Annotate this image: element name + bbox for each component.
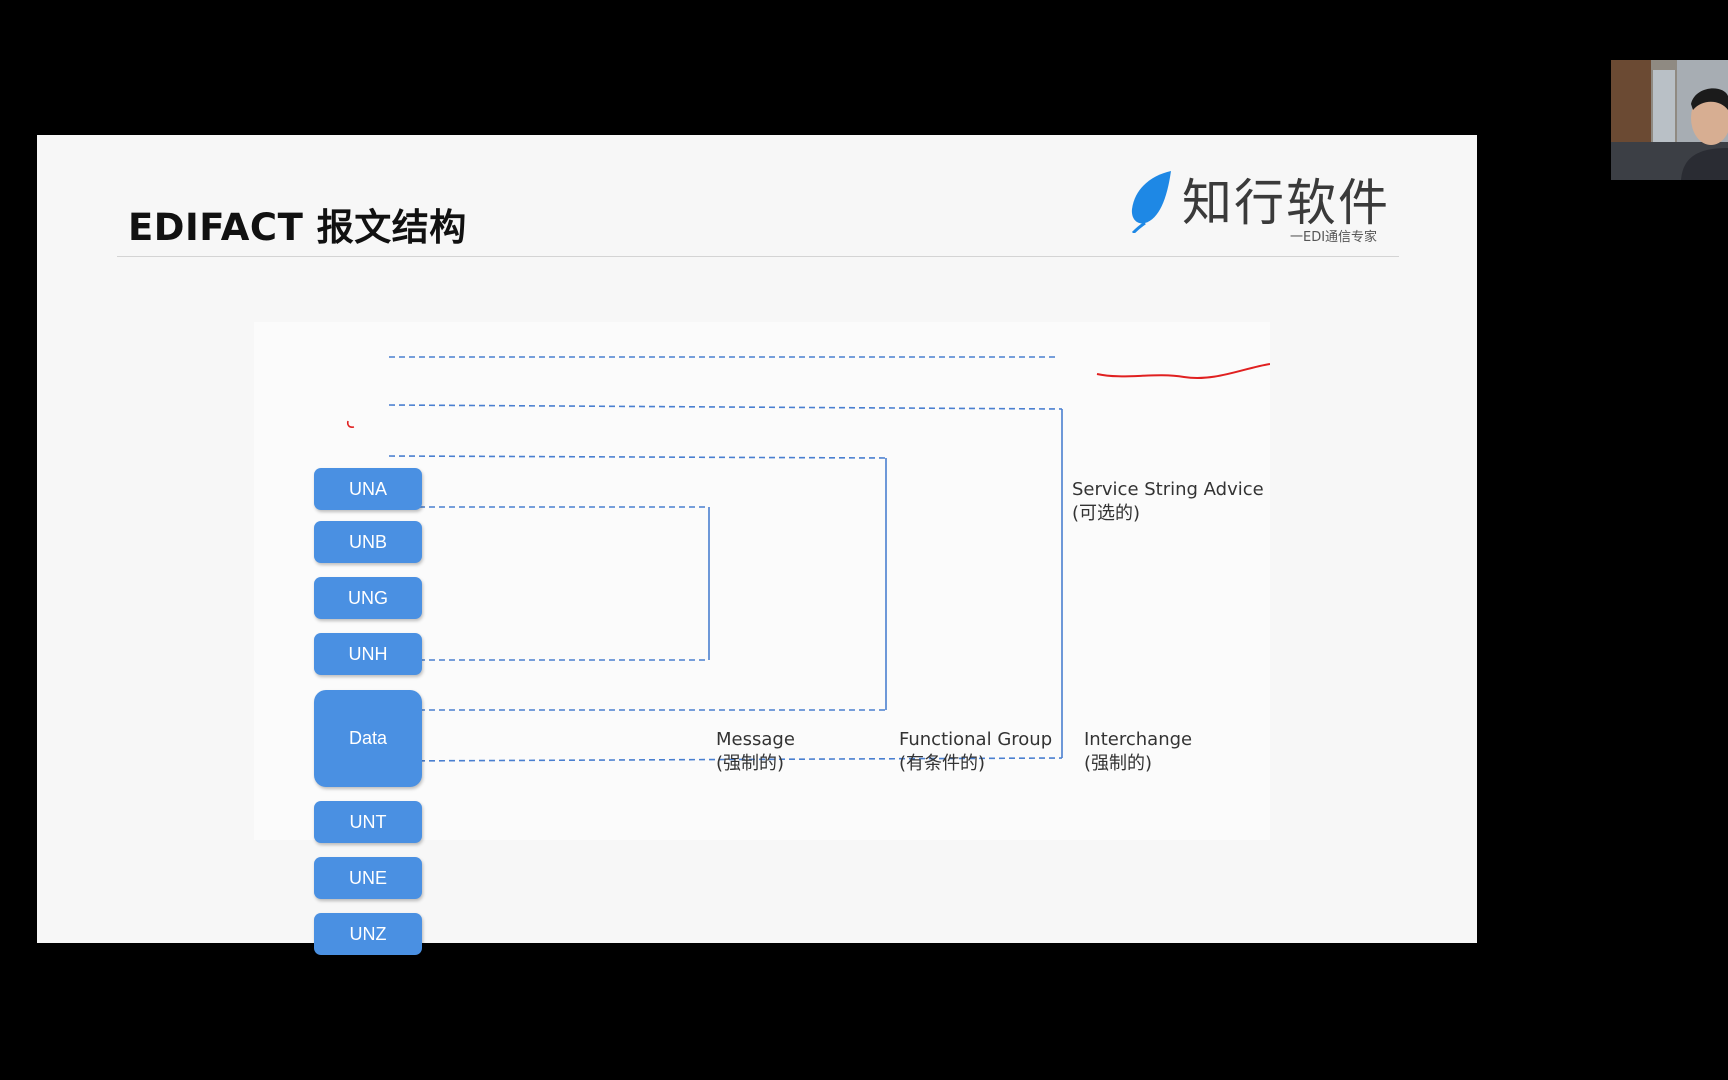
ung-connector (388, 455, 887, 459)
logo-tagline: 一EDI通信专家 (1290, 230, 1378, 245)
segment-une: UNE (314, 857, 422, 899)
title-divider (117, 256, 1399, 257)
service-string-title: Service String Advice (1072, 479, 1264, 500)
interchange-title: Interchange (1084, 729, 1193, 750)
edifact-structure-diagram: UNA UNB UNG UNH Data UNT UNE UNZ Service… (254, 322, 1270, 955)
leaf-logo-icon (1131, 171, 1171, 233)
presenter-webcam (1611, 60, 1728, 180)
functional-group-note: (有条件的) (899, 753, 986, 774)
service-string-note: (可选的) (1072, 503, 1141, 524)
connector-lines (346, 356, 1270, 762)
red-mark-annotation (346, 420, 355, 428)
segment-unz: UNZ (314, 913, 422, 955)
functional-group-title: Functional Group (899, 729, 1053, 750)
segment-una: UNA (314, 468, 422, 510)
segment-data: Data (314, 690, 422, 787)
service-string-label: Service String Advice (可选的) (1072, 478, 1264, 526)
interchange-label: Interchange (强制的) (1084, 728, 1192, 776)
message-note: (强制的) (716, 753, 785, 774)
segment-unt: UNT (314, 801, 422, 843)
webcam-feed-icon (1611, 60, 1728, 180)
company-logo: 知行软件 一EDI通信专家 (1125, 169, 1435, 245)
message-label: Message (强制的) (716, 728, 795, 776)
interchange-note: (强制的) (1084, 753, 1153, 774)
segment-unh: UNH (314, 633, 422, 675)
logo-wordmark: 知行软件 (1182, 174, 1390, 232)
unz-connector (388, 757, 1063, 762)
segment-unb: UNB (314, 521, 422, 563)
segment-ung: UNG (314, 577, 422, 619)
red-underline-annotation (1096, 363, 1270, 379)
unb-connector (388, 404, 1063, 410)
slide: EDIFACT 报文结构 知行软件 一EDI通信专家 (37, 135, 1477, 955)
functional-group-label: Functional Group (有条件的) (899, 728, 1052, 776)
slide-title: EDIFACT 报文结构 (128, 206, 467, 249)
message-title: Message (716, 729, 795, 750)
